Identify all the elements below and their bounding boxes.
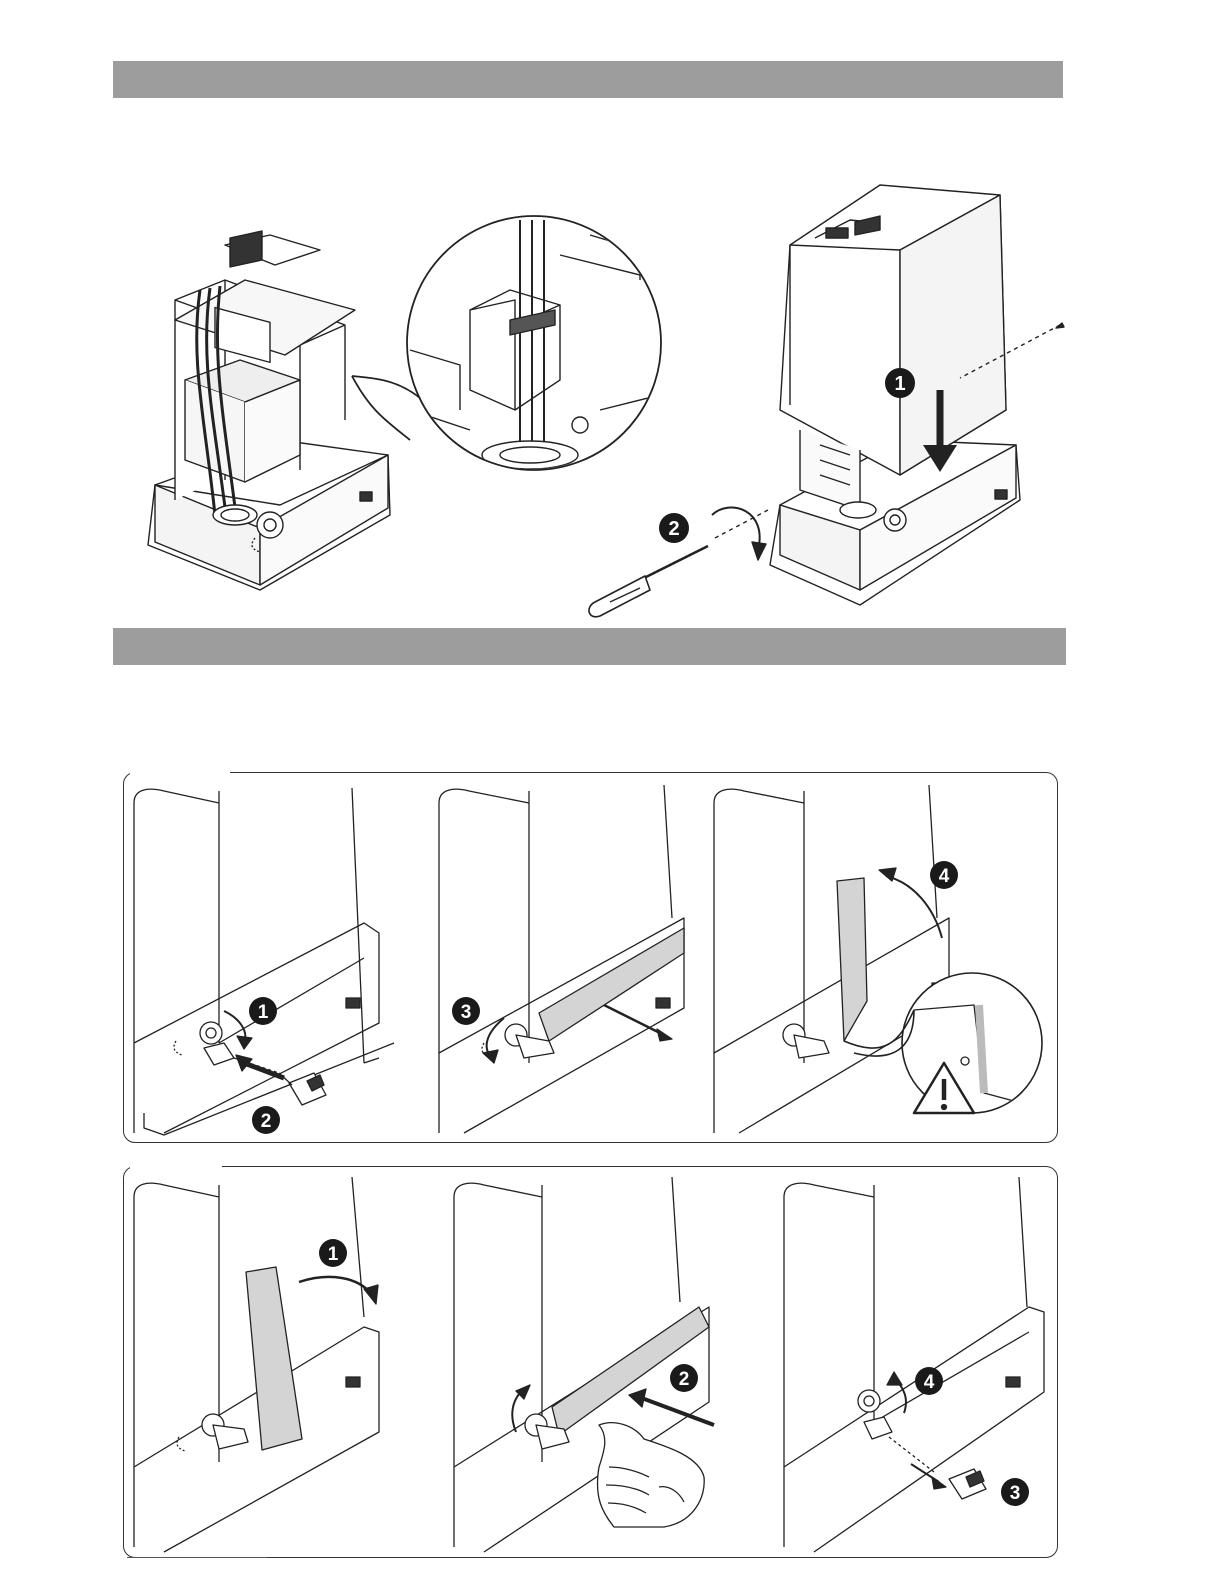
lock-panel-2 xyxy=(454,1177,714,1552)
step-badge-1: 1 xyxy=(249,997,277,1025)
step-badge-3: 3 xyxy=(1001,1478,1029,1506)
svg-text:2: 2 xyxy=(679,1369,690,1390)
step-badge-1: 1 xyxy=(885,368,915,398)
footer-link-underline xyxy=(127,1557,267,1558)
magnifier-callout xyxy=(352,216,661,470)
frame-tab-1 xyxy=(130,770,230,774)
svg-text:1: 1 xyxy=(258,1002,269,1023)
step-badge-2: 2 xyxy=(252,1106,280,1134)
lock-panels: 1 2 4 3 xyxy=(124,1167,1057,1557)
release-panel-3 xyxy=(714,785,1054,1133)
step-badge-4: 4 xyxy=(930,861,958,889)
step-badge-4: 4 xyxy=(915,1367,943,1395)
lock-panel-1 xyxy=(134,1177,379,1552)
release-sequence-frame: 1 2 3 4 xyxy=(123,772,1058,1143)
closed-unit-illustration xyxy=(715,185,1064,605)
lock-sequence-frame: 1 2 4 3 xyxy=(123,1166,1058,1558)
svg-text:1: 1 xyxy=(894,373,905,395)
assembly-figure: 1 2 xyxy=(0,110,1224,625)
svg-text:2: 2 xyxy=(261,1111,272,1132)
svg-text:3: 3 xyxy=(461,1002,472,1023)
svg-text:2: 2 xyxy=(668,518,679,540)
svg-text:3: 3 xyxy=(1010,1483,1021,1504)
step-badge-2: 2 xyxy=(670,1364,698,1392)
section-header-bar-2 xyxy=(113,628,1066,665)
svg-text:4: 4 xyxy=(924,1372,935,1393)
release-panel-2 xyxy=(439,785,684,1133)
release-panel-1 xyxy=(134,788,394,1135)
svg-text:1: 1 xyxy=(328,1244,339,1265)
screwdriver-icon xyxy=(589,546,708,617)
step-badge-2: 2 xyxy=(659,513,689,543)
step-badge-3: 3 xyxy=(452,997,480,1025)
section-header-bar-1 xyxy=(113,61,1063,98)
step-badge-1: 1 xyxy=(319,1239,347,1267)
open-unit-illustration xyxy=(148,231,390,590)
frame-tab-2 xyxy=(130,1164,222,1168)
release-panels: 1 2 3 4 xyxy=(124,773,1057,1142)
svg-text:4: 4 xyxy=(939,866,950,887)
